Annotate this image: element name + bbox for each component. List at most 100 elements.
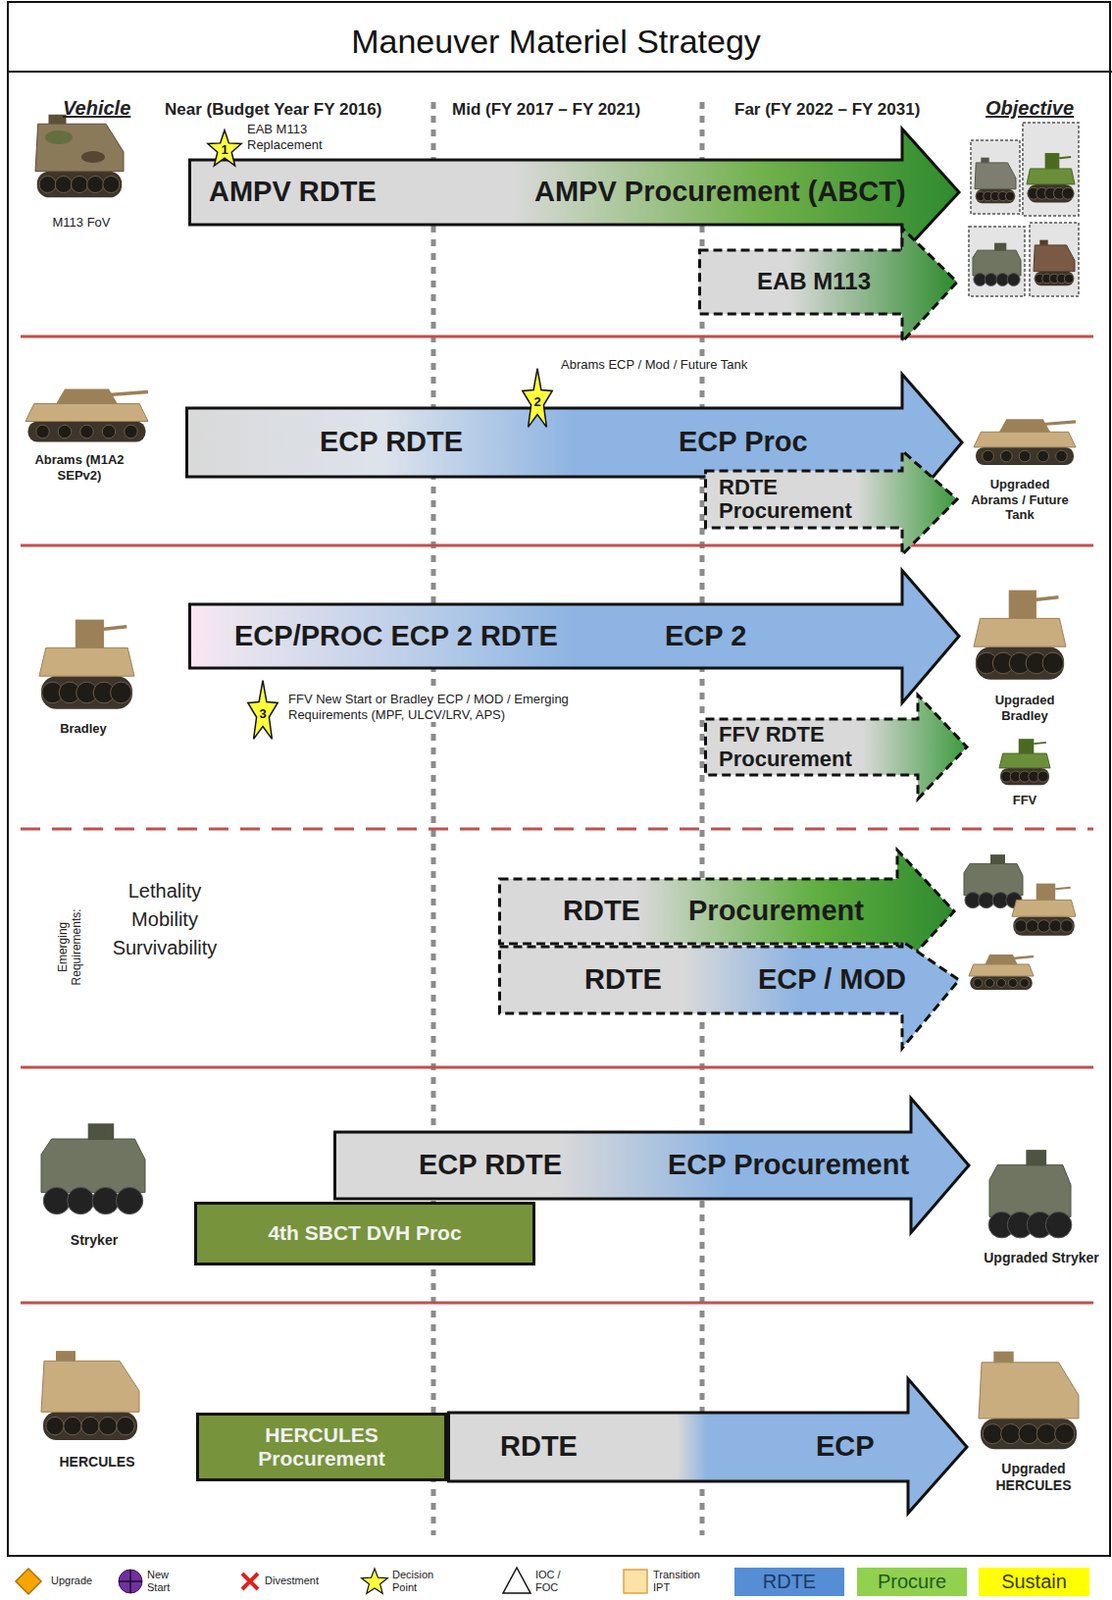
row-separator <box>20 1065 1094 1069</box>
vehicle-wheel <box>115 1186 143 1214</box>
vehicle-illustration <box>978 1351 1079 1450</box>
title-rule <box>7 70 1112 73</box>
vehicle-wheel <box>1061 919 1074 933</box>
photo-frame <box>968 226 1025 297</box>
annotation-label: FFV New Start or Bradley ECP / MOD / Eme… <box>286 691 597 722</box>
column-header: Vehicle <box>62 96 131 120</box>
arrow-shape <box>500 941 961 1049</box>
vehicle-turret <box>985 954 1018 964</box>
vehicle-wheel <box>978 892 995 909</box>
vehicle-wheel <box>1037 450 1050 462</box>
vehicle-gun <box>1055 887 1071 889</box>
vehicle-track <box>37 171 122 199</box>
phase-label: ECP Proc <box>678 426 809 458</box>
annotation-label: FFV <box>995 792 1055 809</box>
vehicle-wheel <box>57 424 72 439</box>
annotation-label: Abrams (M1A2 SEPv2) <box>28 452 131 483</box>
annotation-label: M113 FoV <box>32 214 131 231</box>
vehicle-wheel <box>1055 1423 1075 1444</box>
vehicle-hull <box>1026 168 1075 185</box>
vehicle-wheel <box>1056 450 1068 462</box>
vehicle-wheel <box>70 175 88 193</box>
annotation-label: Survivability <box>96 935 234 960</box>
vehicle-wheel <box>81 1415 100 1434</box>
vehicle-hatch <box>1039 240 1048 246</box>
phase-label: ECP RDTE <box>418 1149 562 1181</box>
annotation-label: Bradley <box>34 720 133 737</box>
legend-swatch: Procure <box>857 1566 967 1596</box>
annotation-label: Lethality <box>96 878 234 903</box>
vehicle-hull <box>25 404 149 422</box>
annotation-label: Stryker <box>45 1231 144 1249</box>
vehicle-track <box>975 646 1064 680</box>
box-shape <box>198 1414 447 1480</box>
arrow-shape <box>190 570 961 704</box>
legend-text: IOC / FOC <box>535 1567 569 1594</box>
vehicle-wheel <box>39 175 56 193</box>
vehicle-illustration <box>972 243 1021 287</box>
period-divider <box>700 101 706 1535</box>
vehicle-illustration <box>968 954 1034 990</box>
vehicle-gun <box>108 392 149 396</box>
vehicle-illustration <box>973 418 1076 465</box>
vehicle-wheel <box>1045 1211 1072 1238</box>
upgrade-symbol <box>15 1567 42 1594</box>
vehicle-wheel <box>1061 187 1074 200</box>
vehicle-hull <box>973 431 1076 448</box>
vehicle-illustration <box>39 619 135 709</box>
vehicle-track <box>1000 767 1050 785</box>
vehicle-track <box>1034 271 1074 287</box>
phase-label: RDTE Procurement <box>718 475 876 523</box>
camo-patch <box>81 151 105 163</box>
decision-symbol <box>361 1567 389 1593</box>
star-number: 2 <box>520 395 555 409</box>
column-header: Near (Budget Year FY 2016) <box>164 100 382 120</box>
legend-text: Sustain <box>978 1566 1090 1596</box>
vehicle-wheel <box>984 272 998 286</box>
vehicle-wheel <box>1008 978 1017 988</box>
vehicle-hull <box>972 250 1021 276</box>
vehicle-illustration <box>35 114 124 199</box>
program-box: HERCULES Procurement <box>196 1412 448 1481</box>
vehicle-track <box>1027 184 1074 203</box>
row-separator <box>20 1301 1094 1305</box>
vehicle-hull <box>989 1163 1071 1216</box>
vehicle-track <box>1012 915 1074 936</box>
row-separator <box>20 827 1094 831</box>
vehicle-wheel <box>92 1186 119 1214</box>
vehicle-illustration <box>1011 883 1076 936</box>
vehicle-track <box>980 1417 1077 1449</box>
ioc-symbol <box>503 1566 531 1593</box>
vehicle-turret <box>994 243 1007 252</box>
vehicle-art <box>25 114 1079 1450</box>
vehicle-wheel <box>997 978 1007 988</box>
vehicle-wheel <box>1018 450 1031 462</box>
frame <box>7 1 1111 1556</box>
phase-label: RDTE <box>500 1430 578 1463</box>
vehicle-hull <box>41 1360 140 1412</box>
vehicle-illustration <box>25 389 149 443</box>
vehicle-wheel <box>46 1415 64 1434</box>
vehicle-illustration <box>973 590 1066 680</box>
box-label: 4th SBCT DVH Proc <box>208 1220 521 1245</box>
phase-label: ECP / MOD <box>758 963 907 996</box>
annotation-label: Upgraded HERCULES <box>982 1460 1085 1494</box>
phase-label: ECP Procurement <box>667 1149 910 1181</box>
period-divider <box>431 101 437 1535</box>
vehicle-hull <box>39 647 135 676</box>
photo-frame <box>970 140 1020 214</box>
timeline-arrow: RDTE Procurement <box>704 449 960 556</box>
vehicle-wheel <box>63 1415 82 1434</box>
column-header: Objective <box>985 96 1074 120</box>
vehicle-track <box>975 447 1074 465</box>
phase-label: RDTE <box>562 895 641 927</box>
vehicle-track <box>975 189 1015 204</box>
vehicle-track <box>43 1411 138 1440</box>
vehicle-wheel <box>80 424 95 439</box>
row-separator <box>20 335 1094 339</box>
vehicle-hull <box>963 862 1023 895</box>
legend-text: RDTE <box>734 1566 845 1596</box>
annotation-label: Upgraded Abrams / Future Tank <box>969 476 1070 523</box>
vehicle-hull <box>999 753 1051 768</box>
